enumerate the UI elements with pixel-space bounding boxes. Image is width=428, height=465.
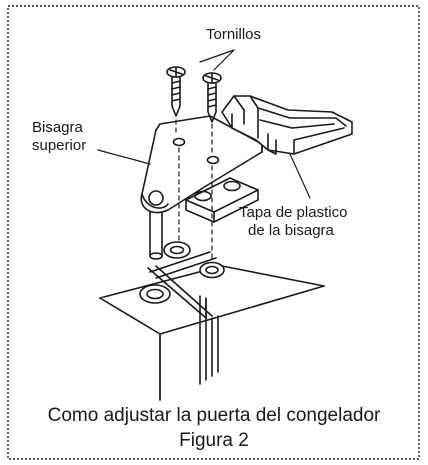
hinge-pin <box>149 209 163 260</box>
cabinet-corner <box>99 265 325 401</box>
screws-label: Tornillos <box>206 26 262 43</box>
leader-lines <box>97 49 311 401</box>
door-corner <box>149 251 217 279</box>
hinge-cover-label-line1: Tapa de plastico <box>239 204 348 221</box>
diagram-border <box>7 5 420 460</box>
upper-hinge-label-line1: Bisagra <box>32 119 83 136</box>
hinge-cover-label-line2: de la bisagra <box>248 222 334 239</box>
upper-hinge-plate <box>140 115 263 214</box>
cabinet-washer <box>139 284 171 304</box>
caption-title: Como adjustar la puerta del congelador <box>47 405 381 426</box>
hinge-base-block <box>185 177 259 223</box>
alignment-lines <box>175 119 213 263</box>
screw-left <box>166 66 186 117</box>
spacer-washer-right <box>199 261 225 279</box>
hinge-cover <box>221 95 353 155</box>
upper-hinge-label-line2: superior <box>32 137 87 154</box>
spacer-washer-left <box>163 241 191 259</box>
screw-right <box>202 72 222 123</box>
caption-figure-number: Figura 2 <box>179 430 249 451</box>
